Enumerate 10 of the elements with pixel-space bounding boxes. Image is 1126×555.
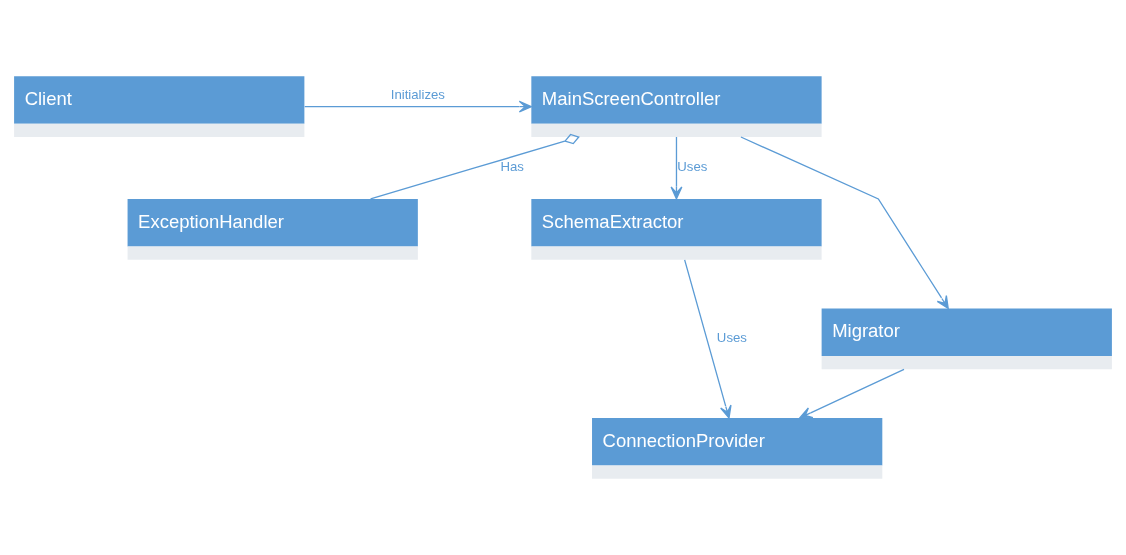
edge-label: Initializes [390, 86, 445, 102]
arrow [304, 100, 532, 113]
arrow [740, 136, 949, 310]
edge-label: Uses [716, 330, 747, 346]
connector [369, 133, 580, 200]
arrow [670, 136, 683, 200]
arrow [799, 368, 905, 419]
edge-label: Uses [677, 159, 708, 175]
edge-label: Has [500, 159, 524, 175]
arrow [684, 259, 732, 419]
